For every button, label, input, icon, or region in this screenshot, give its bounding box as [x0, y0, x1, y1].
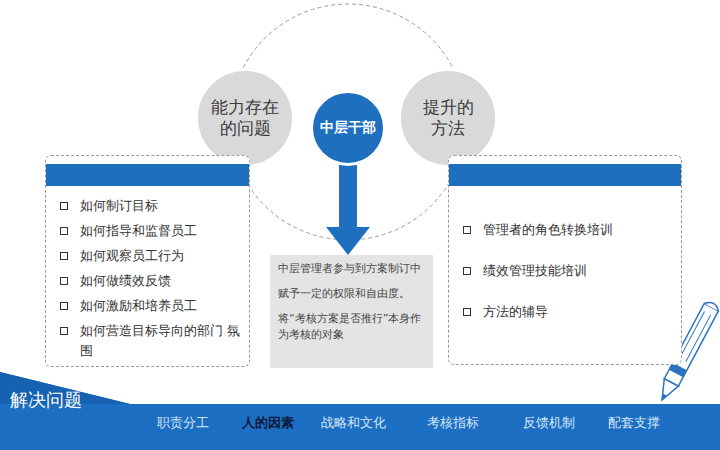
list-item: 管理者的角色转换培训 — [463, 220, 683, 240]
center-circle: 中层干部 — [310, 90, 386, 166]
note-text: 将“考核方案是否推行”本身作为考核的对象 — [278, 311, 425, 343]
measure-box: 中层管理者参与到方案制订中赋予一定的权限和自由度。将“考核方案是否推行”本身作为… — [270, 255, 433, 368]
block-arrow — [326, 164, 370, 255]
nav-tab-active: 人的因素 — [242, 414, 294, 432]
note-text: 赋予一定的权限和自由度。 — [278, 286, 425, 302]
problem-circle: 能力存在的问题 — [195, 68, 295, 168]
list-item: 方法的辅导 — [463, 302, 683, 322]
method-panel: 管理者的角色转换培训绩效管理技能培训方法的辅导 — [448, 155, 682, 365]
circle-fill — [312, 92, 385, 165]
method-circle: 提升的方法 — [398, 68, 498, 168]
note-text: 中层管理者参与到方案制订中 — [278, 261, 425, 277]
nav-tab: 配套支撑 — [608, 414, 660, 432]
list-item: 如何激励和培养员工 — [60, 296, 245, 316]
problem-panel: 如何制订目标如何指导和监督员工如何观察员工行为如何做绩效反馈如何激励和培养员工如… — [45, 155, 250, 367]
circle-label: 能力存在的问题 — [209, 97, 281, 140]
nav-tab: 考核指标 — [427, 414, 479, 432]
header-bar — [46, 164, 249, 186]
circle-fill — [400, 70, 497, 167]
list-item: 绩效管理技能培训 — [463, 261, 683, 281]
header-bar — [449, 164, 681, 186]
nav-tab: 职责分工 — [157, 414, 209, 432]
list-item: 如何指导和监督员工 — [60, 221, 245, 241]
circle-label: 提升的方法 — [421, 97, 475, 140]
list-item: 如何观察员工行为 — [60, 246, 245, 266]
nav-tab: 反馈机制 — [523, 414, 575, 432]
list-item: 如何制订目标 — [60, 196, 245, 216]
list-item: 如何营造目标导向的部门 氛围 — [60, 321, 245, 361]
bottom-band — [0, 372, 720, 450]
list-item: 如何做绩效反馈 — [60, 271, 245, 291]
nav-tab: 战略和文化 — [321, 414, 386, 432]
circle-label: 中层干部 — [320, 119, 376, 137]
circle-fill — [197, 70, 294, 167]
section-title: 解决问题 — [10, 388, 82, 412]
